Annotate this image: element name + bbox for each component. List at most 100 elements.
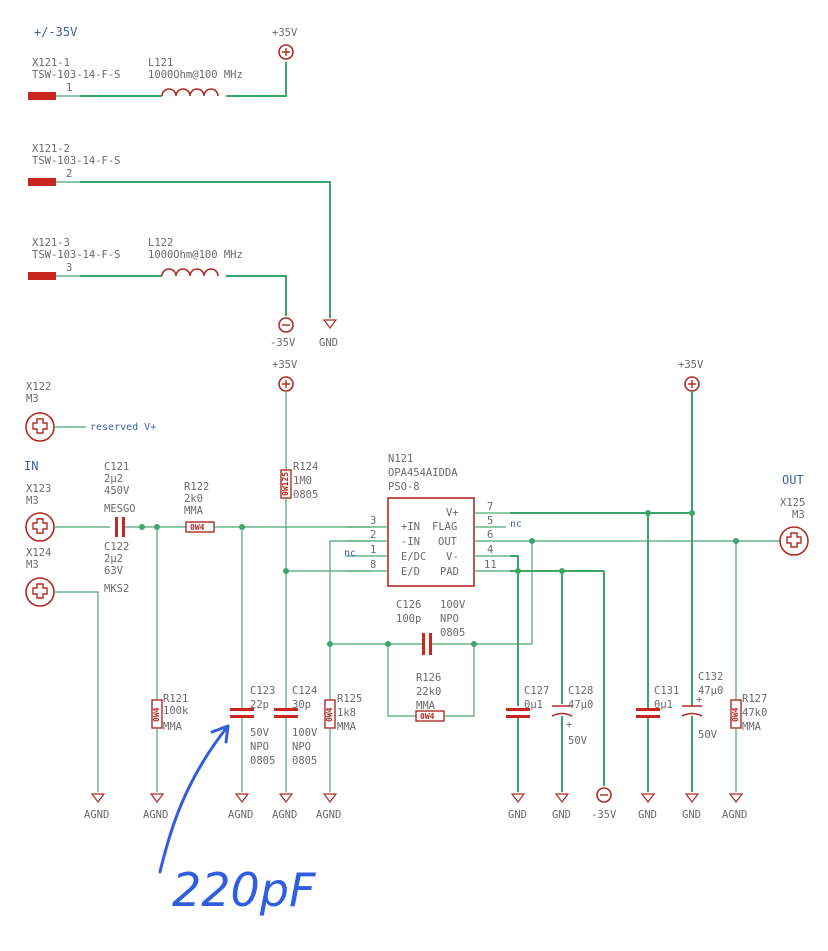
- x121-2-pin: 2: [66, 168, 72, 180]
- r121-value: 100k: [163, 705, 189, 717]
- in-label: IN: [24, 459, 38, 473]
- c121-value: 2µ2: [104, 473, 123, 485]
- svg-text:PAD: PAD: [440, 566, 459, 578]
- mount-x124-icon: [25, 577, 55, 607]
- gnd-label: AGND: [722, 809, 747, 821]
- x122-net: reserved V+: [90, 422, 156, 433]
- wire-vminus-to-c127: [510, 555, 519, 706]
- r122-body: 0W4: [190, 523, 205, 532]
- c127-value: 0µ1: [524, 699, 543, 711]
- pin-num: 1: [370, 544, 376, 556]
- c123-rating: 50V: [250, 727, 270, 739]
- c128-value: 47µ0: [568, 699, 593, 711]
- pin-num: 8: [370, 559, 376, 571]
- r121-ref: R121: [163, 693, 188, 705]
- svg-text:5: 5: [487, 515, 493, 527]
- gnd-label: AGND: [272, 809, 297, 821]
- l121-ref: L121: [148, 57, 173, 69]
- x121-3-ref: X121-3: [32, 237, 70, 249]
- r126-type: MMA: [416, 700, 436, 712]
- power-n35-top: -35V: [270, 337, 296, 349]
- c126-size: 0805: [440, 627, 465, 639]
- x121-2-ref: X121-2: [32, 143, 70, 155]
- opamp-left-pins: 3 2 1 8 +IN -IN E/DC E/D: [346, 515, 426, 578]
- wire-r126-out: [444, 644, 475, 717]
- gnd-label: GND: [682, 809, 701, 821]
- x122-ref: X122: [26, 381, 51, 393]
- c132-rating: 50V: [698, 729, 718, 741]
- junction-dot: [529, 538, 535, 544]
- out-label: OUT: [782, 473, 804, 487]
- capacitor-c124-plate-b: [274, 715, 298, 718]
- svg-text:6: 6: [487, 529, 493, 541]
- power-plus-icon: [278, 44, 294, 60]
- r125-ref: R125: [337, 693, 362, 705]
- capacitor-c128-plate-b: [551, 712, 573, 717]
- power-p35-top: +35V: [272, 27, 298, 39]
- r122-type: MMA: [184, 505, 204, 517]
- wire-to-r126: [387, 644, 416, 717]
- r121-body: 0W4: [152, 707, 161, 722]
- r124-ref: R124: [293, 461, 318, 473]
- wire-x121-2-to-gnd: [80, 181, 331, 318]
- junction-dot: [515, 568, 521, 574]
- c123-dielectric: NPO: [250, 741, 269, 753]
- c121-rating: 450V: [104, 485, 130, 497]
- wire-l122-to-n35: [226, 275, 287, 316]
- pin-name: -IN: [401, 536, 420, 548]
- r124-type: 0805: [293, 489, 318, 501]
- pin-name: E/DC: [401, 551, 426, 563]
- x121-1-pin: 1: [66, 82, 72, 94]
- gnd-label: GND: [508, 809, 527, 821]
- r126-ref: R126: [416, 672, 441, 684]
- wire-l121-to-p35: [226, 62, 287, 97]
- power-minus-icon: [278, 317, 294, 333]
- c126-rating: 100V: [440, 599, 466, 611]
- connector-pin-x121-1: [28, 92, 56, 100]
- r127-body: 0W4: [731, 707, 740, 722]
- wire-minus-in-to-r125: [329, 540, 370, 700]
- gnd-label: GND: [638, 809, 657, 821]
- nc-right-label: nc: [510, 519, 522, 530]
- mount-x123-icon: [25, 512, 55, 542]
- l121-value: 1000Ohm@100 MHz: [148, 69, 243, 81]
- x121-1-part: TSW-103-14-F-S: [32, 69, 121, 81]
- opamp-right-pins: 7 5 6 4 11 V+ FLAG OUT V- PAD: [432, 501, 510, 578]
- plus-glyph: [282, 48, 290, 56]
- l122-value: 1000Ohm@100 MHz: [148, 249, 243, 261]
- capacitor-c127-plate-a: [506, 708, 530, 711]
- c126-value: 100p: [396, 613, 421, 625]
- r125-type: MMA: [337, 721, 357, 733]
- plus-glyph: [282, 380, 290, 388]
- c122-rating: 63V: [104, 565, 124, 577]
- l122-ref: L122: [148, 237, 173, 249]
- c122-ref: C122: [104, 541, 129, 553]
- svg-text:11: 11: [484, 559, 497, 571]
- x121-3-pin: 3: [66, 262, 72, 274]
- section-title: +/-35V: [34, 25, 77, 39]
- c122-type: MKS2: [104, 583, 129, 595]
- svg-text:V-: V-: [446, 551, 459, 563]
- annotation-text: 220pF: [172, 863, 316, 917]
- gnd-top-label: GND: [319, 337, 338, 349]
- r122-ref: R122: [184, 481, 209, 493]
- gnd-label: GND: [552, 809, 571, 821]
- r127-value: 47k0: [742, 707, 767, 719]
- capacitor-c131-plate-a: [636, 708, 660, 711]
- c121-ref: C121: [104, 461, 129, 473]
- r125-body: 0W4: [325, 707, 334, 722]
- mount-x125-icon: [779, 526, 809, 556]
- r127-ref: R127: [742, 693, 767, 705]
- svg-text:FLAG: FLAG: [432, 521, 457, 533]
- power-minus-icon: [596, 787, 612, 803]
- c126-dielectric: NPO: [440, 613, 459, 625]
- c124-value: 30p: [292, 699, 311, 711]
- x121-2-part: TSW-103-14-F-S: [32, 155, 121, 167]
- x123-type: M3: [26, 495, 39, 507]
- x121-3-part: TSW-103-14-F-S: [32, 249, 121, 261]
- svg-text:V+: V+: [446, 507, 459, 519]
- wire-x124-to-agnd: [54, 591, 99, 792]
- connector-pin-x121-3: [28, 272, 56, 280]
- x123-ref: X123: [26, 483, 51, 495]
- inductor-l121: [161, 88, 219, 97]
